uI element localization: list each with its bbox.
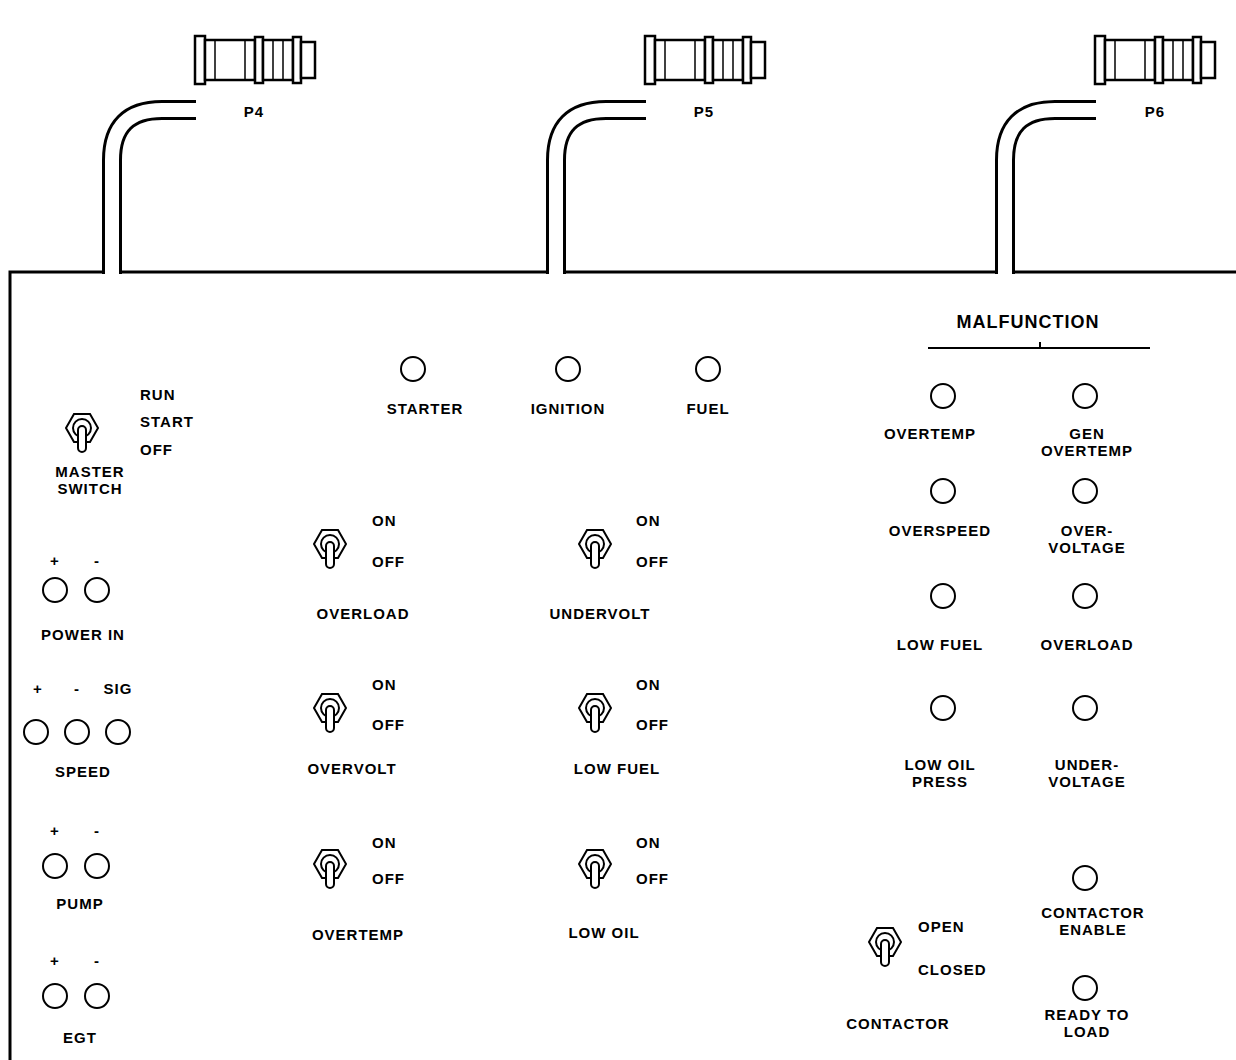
cables	[112, 110, 1098, 278]
panel-label: CONTACTOR	[846, 1015, 949, 1032]
panel-label: CLOSED	[918, 961, 987, 978]
toggle-switch	[869, 928, 901, 966]
panel-outline	[10, 272, 1236, 1060]
panel-label: P5	[694, 103, 714, 120]
plug-connector	[195, 36, 315, 84]
panel-label: +	[50, 822, 60, 839]
toggle-switch	[314, 530, 346, 568]
panel-label: ON	[636, 834, 661, 851]
panel-label: OFF	[636, 553, 669, 570]
toggle-switch	[579, 694, 611, 732]
panel-label: OVERVOLT	[307, 760, 396, 777]
panel-label: -	[94, 552, 100, 569]
toggle-switch	[579, 850, 611, 888]
plug-connector	[1095, 36, 1215, 84]
panel-label: IGNITION	[531, 400, 606, 417]
panel-label: OPEN	[918, 918, 965, 935]
panel-label: ON	[372, 512, 397, 529]
heading-rule	[928, 342, 1150, 348]
panel-label: ON	[372, 834, 397, 851]
toggle-switch	[66, 414, 98, 452]
toggle-switch	[314, 694, 346, 732]
toggle-switch	[314, 850, 346, 888]
panel-label: LOW OIL	[568, 924, 639, 941]
panel-label: MALFUNCTION	[957, 314, 1100, 331]
panel-label: +	[50, 952, 60, 969]
panel-label: STARTER	[387, 400, 464, 417]
panel-label: EGT	[63, 1029, 97, 1046]
panel-label: ON	[636, 676, 661, 693]
panel-label: POWER IN	[41, 626, 125, 643]
panel-label: -	[74, 680, 80, 697]
panel-label: -	[94, 952, 100, 969]
panel-label: OFF	[372, 870, 405, 887]
panel-label: LOW FUEL	[574, 760, 660, 777]
plug-connector	[645, 36, 765, 84]
panel-label: P6	[1145, 103, 1165, 120]
panel-label: OVERSPEED	[889, 522, 991, 539]
panel-label: OFF	[372, 716, 405, 733]
panel-label: P4	[244, 103, 264, 120]
panel-label: UNDER- VOLTAGE	[1036, 756, 1138, 790]
panel-label: START	[140, 413, 194, 430]
panel-label: OVERLOAD	[1040, 636, 1133, 653]
panel-label: OVERTEMP	[884, 425, 976, 442]
panel-label: SIG	[104, 680, 133, 697]
indicator-lamps	[401, 357, 1097, 1000]
panel-label: SPEED	[55, 763, 111, 780]
panel-label: -	[94, 822, 100, 839]
panel-label: OVERLOAD	[316, 605, 409, 622]
panel-label: +	[33, 680, 43, 697]
panel-label: UNDERVOLT	[550, 605, 651, 622]
panel-label: CONTACTOR ENABLE	[1027, 904, 1159, 938]
panel-label: ON	[372, 676, 397, 693]
toggle-switch	[579, 530, 611, 568]
panel-label: OFF	[636, 870, 669, 887]
panel-label: RUN	[140, 386, 176, 403]
panel-label: READY TO LOAD	[1031, 1006, 1143, 1040]
panel-label: PUMP	[56, 895, 103, 912]
test-jacks	[24, 578, 130, 1008]
panel-label: FUEL	[686, 400, 729, 417]
panel-label: +	[50, 552, 60, 569]
panel-label: OFF	[372, 553, 405, 570]
panel-label: OVERTEMP	[312, 926, 404, 943]
panel-label: MASTER SWITCH	[44, 463, 136, 497]
panel-label: OVER- VOLTAGE	[1036, 522, 1138, 556]
panel-label: LOW FUEL	[897, 636, 983, 653]
panel-label: ON	[636, 512, 661, 529]
panel-label: OFF	[636, 716, 669, 733]
panel-label: OFF	[140, 441, 173, 458]
panel-label: LOW OIL PRESS	[894, 756, 986, 790]
panel-label: GEN OVERTEMP	[1031, 425, 1143, 459]
